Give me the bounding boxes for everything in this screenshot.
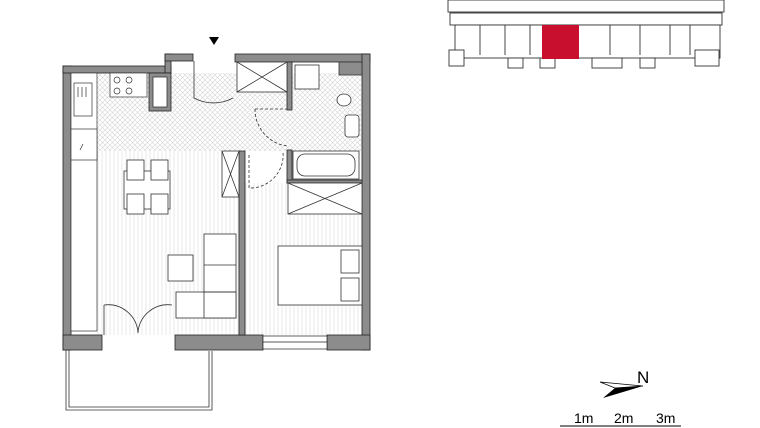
fridge	[70, 128, 98, 161]
wall-bath-horizontal	[286, 179, 363, 184]
chair	[126, 159, 145, 181]
wall-left	[62, 65, 72, 351]
balcony-door	[103, 304, 173, 335]
bed	[277, 245, 363, 306]
scale-bar: 1m 2m 3m	[560, 410, 681, 427]
bedroom-door	[248, 151, 284, 189]
scale-label-2m: 2m	[614, 410, 633, 426]
wall-bottom-right-b	[326, 334, 371, 351]
sofa	[167, 233, 237, 319]
bathroom-door	[254, 108, 288, 147]
doors	[103, 61, 288, 335]
entrance-arrow-icon	[209, 37, 219, 45]
bathroom-fixtures	[292, 93, 360, 180]
wall-right	[361, 53, 371, 351]
wardrobes	[152, 61, 363, 215]
scale-label-1m: 1m	[574, 410, 593, 426]
chair	[126, 193, 145, 215]
entry-door	[193, 61, 234, 104]
burner-icon	[125, 76, 133, 84]
dining-table	[123, 159, 171, 215]
wall-notch-top	[164, 53, 194, 62]
burner-icon	[113, 87, 121, 95]
key-plan-highlight	[542, 25, 579, 59]
window	[262, 335, 328, 350]
wall-bath-lower	[286, 149, 293, 184]
wall-top-right	[234, 53, 371, 63]
chair	[150, 193, 169, 215]
washbasin	[344, 114, 360, 138]
north-label: N	[637, 368, 649, 387]
kitchen	[70, 72, 148, 332]
scale-label-3m: 3m	[656, 410, 675, 426]
key-plan	[447, 0, 725, 69]
sink-icon	[73, 82, 93, 117]
walls	[62, 53, 371, 351]
wall-partition	[238, 150, 246, 336]
north-arrow: N	[599, 368, 649, 398]
balcony	[65, 350, 213, 411]
wall-top-left	[62, 65, 172, 74]
wall-bath-upper	[286, 61, 293, 111]
toilet-icon	[336, 93, 352, 107]
burner-icon	[125, 87, 133, 95]
chair	[150, 159, 169, 181]
wall-bottom-left	[62, 334, 103, 351]
coffee-table	[167, 254, 194, 282]
burner-icon	[113, 76, 121, 84]
wall-bottom-right-a	[174, 334, 264, 351]
